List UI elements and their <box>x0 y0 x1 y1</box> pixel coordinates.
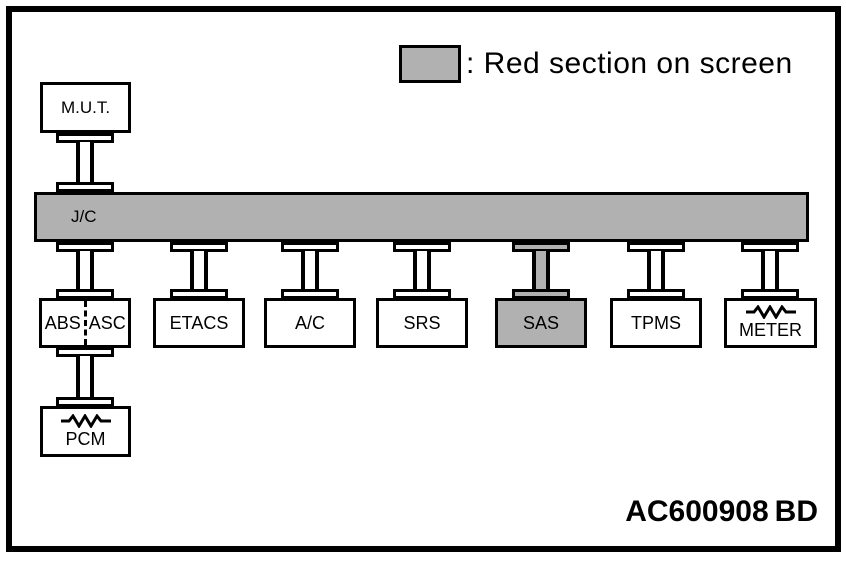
figure-code-suffix: BD <box>774 495 818 528</box>
node-meter: METER <box>724 298 817 348</box>
connector-srs-plate-bottom <box>393 289 451 299</box>
node-ac: A/C <box>264 298 356 348</box>
connector-abs-plate-top <box>56 242 114 252</box>
bus-label: J/C <box>71 207 97 226</box>
connector-abs-stem <box>76 251 94 290</box>
connector-tpms-stem <box>647 251 665 290</box>
connector-abs-plate-bottom <box>56 289 114 299</box>
connector-meter-stem <box>761 251 779 290</box>
node-mut: M.U.T. <box>40 82 131 133</box>
node-meter-label: METER <box>739 320 802 340</box>
node-abs-label: ABS <box>44 312 81 333</box>
figure-code-main: AC600908 <box>625 495 769 528</box>
node-srs: SRS <box>376 298 468 348</box>
node-tpms-label: TPMS <box>630 312 681 333</box>
node-srs-label: SRS <box>403 312 441 333</box>
connector-etacs-plate-top <box>170 242 228 252</box>
bus-junction-connector: J/C <box>34 192 809 242</box>
connector-srs-plate-top <box>393 242 451 252</box>
connector-mut-stem <box>76 142 94 183</box>
connector-pcm-plate-bottom <box>56 397 114 407</box>
legend-gray-swatch <box>399 45 461 83</box>
node-abs-asc: ABS ASC <box>39 298 131 348</box>
connector-sas-plate-bottom <box>512 289 570 299</box>
node-ac-label: A/C <box>294 312 325 333</box>
connector-ac-plate-top <box>281 242 339 252</box>
node-etacs-label: ETACS <box>169 312 229 333</box>
resistor-icon <box>60 413 111 428</box>
connector-tpms-plate-bottom <box>627 289 685 299</box>
connector-mut-plate-bottom <box>56 182 114 192</box>
connector-etacs-plate-bottom <box>170 289 228 299</box>
legend-label: : Red section on screen <box>466 47 793 80</box>
node-sas-label: SAS <box>522 312 560 333</box>
connector-pcm-plate-top <box>56 347 114 357</box>
connector-srs-stem <box>413 251 431 290</box>
node-sas-highlighted: SAS <box>495 298 587 348</box>
node-pcm-label: PCM <box>65 428 106 449</box>
connector-tpms-plate-top <box>627 242 685 252</box>
resistor-icon <box>745 305 796 319</box>
connector-etacs-stem <box>190 251 208 290</box>
node-pcm: PCM <box>40 406 131 457</box>
connector-meter-plate-top <box>741 242 799 252</box>
node-etacs: ETACS <box>153 298 245 348</box>
node-asc-label: ASC <box>88 312 126 333</box>
connector-pcm-stem <box>76 356 94 398</box>
diagram-border <box>6 6 841 552</box>
dashed-divider <box>83 301 87 345</box>
connector-meter-plate-bottom <box>741 289 799 299</box>
node-tpms: TPMS <box>610 298 702 348</box>
connector-ac-plate-bottom <box>281 289 339 299</box>
node-mut-label: M.U.T. <box>60 97 111 117</box>
connector-sas-stem <box>532 251 550 290</box>
connector-sas-plate-top <box>512 242 570 252</box>
connector-mut-plate-top <box>56 133 114 143</box>
connector-ac-stem <box>301 251 319 290</box>
